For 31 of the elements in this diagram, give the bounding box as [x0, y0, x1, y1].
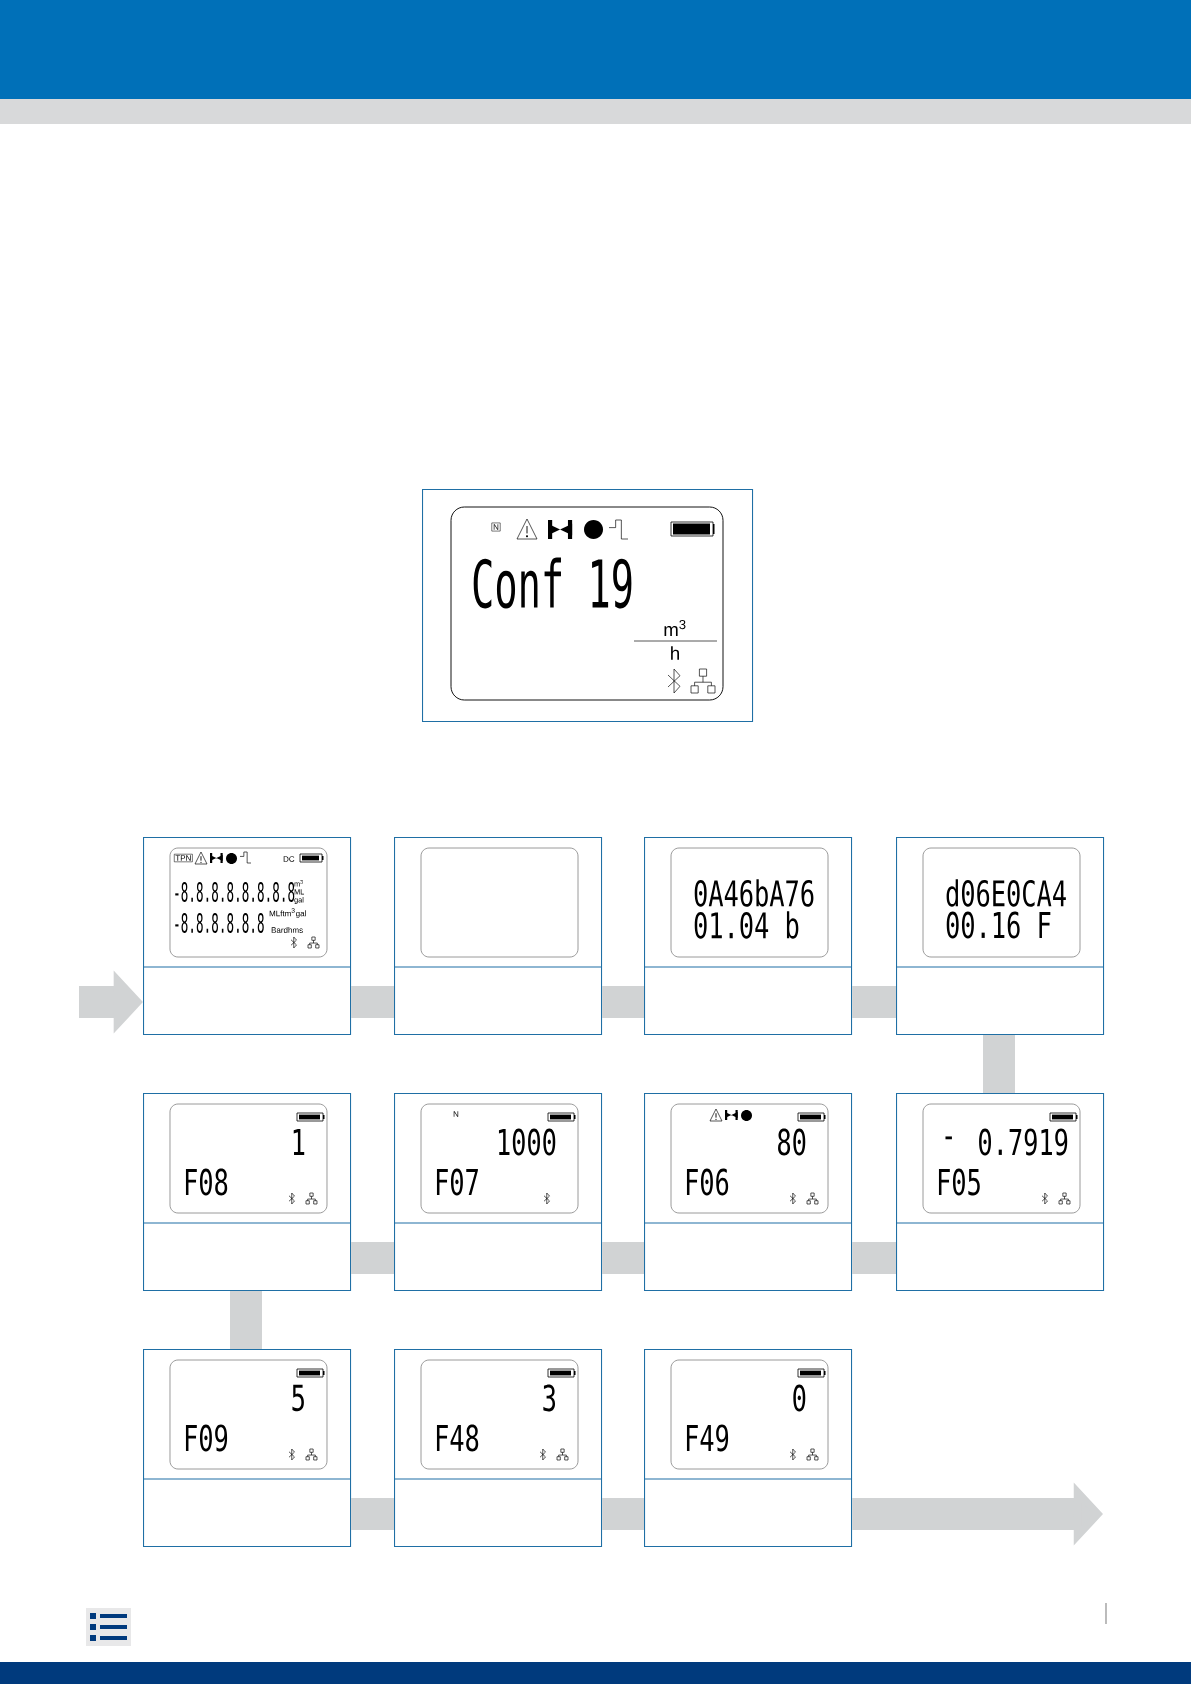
lcd-reading: 0A46bA76 — [694, 879, 814, 907]
lcd-reading: Conf 19 — [473, 557, 632, 609]
lcd-reading: 0.7919 — [979, 1128, 1068, 1156]
lcd-reading: 0 — [793, 1384, 806, 1412]
lcd-reading: d06E0CA4 — [946, 879, 1066, 907]
lcd-reading: 3 — [543, 1384, 555, 1412]
lcd-reading: 00.16 F — [946, 911, 1051, 939]
lcd-reading: F08 — [185, 1168, 228, 1196]
lcd-reading: N — [491, 522, 501, 532]
lcd-reading: MLftm$^{3}$gal — [269, 908, 306, 918]
lcd-reading: - — [945, 1136, 952, 1140]
lcd-reading: Bardhms — [271, 927, 303, 933]
lcd-reading: F48 — [436, 1424, 479, 1452]
lcd-reading: 1 — [293, 1129, 305, 1155]
lcd-reading: -8.8.8.8.8.8 — [175, 912, 264, 934]
lcd-reading: h — [671, 646, 679, 660]
lcd-reading: N — [453, 1111, 459, 1117]
lcd-reading: DC — [283, 856, 295, 862]
lcd-reading: TPN — [174, 853, 193, 863]
lcd-reading: F09 — [185, 1424, 228, 1452]
lcd-reading: F06 — [686, 1168, 729, 1196]
lcd-reading: 01.04 b — [694, 911, 799, 939]
lcd-reading: 1000 — [498, 1128, 556, 1156]
lcd-reading: 5 — [292, 1384, 304, 1412]
lcd-reading: 80 — [778, 1128, 806, 1156]
lcd-reading: -8.8.8.8.8.8.8.8 — [175, 881, 295, 903]
lcd-reading: F49 — [686, 1424, 729, 1452]
lcd-reading: F07 — [436, 1168, 478, 1196]
lcd-reading: F05 — [938, 1168, 980, 1196]
display-card — [393, 837, 603, 1036]
lcd-reading: m$^{3}$ — [664, 619, 686, 637]
